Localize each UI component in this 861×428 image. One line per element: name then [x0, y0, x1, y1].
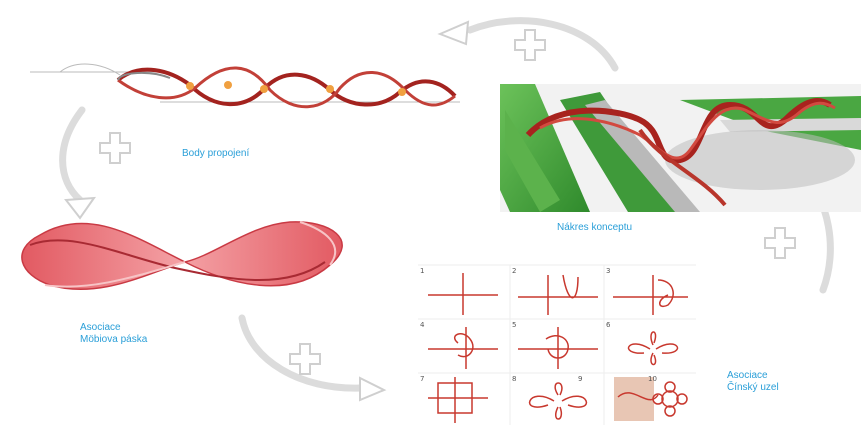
plus-icon: [765, 228, 795, 258]
step-number: 8: [512, 375, 516, 383]
arrow-left: [63, 110, 82, 200]
step-number: 3: [606, 267, 610, 275]
plus-icon: [100, 133, 130, 163]
arrow-head-icon: [360, 378, 384, 400]
caption-connection-points: Body propojení: [182, 148, 249, 160]
step-number: 9: [578, 375, 582, 383]
caption-moebius-title: Asociace: [80, 322, 147, 334]
step-number: 6: [606, 321, 611, 329]
knot-step-9: [614, 377, 658, 421]
step-number: 5: [512, 321, 516, 329]
knot-steps-panel: 1 2 3 4 5 6 7 8 9 10: [418, 265, 696, 425]
caption-moebius: Asociace Möbiova páska: [80, 322, 147, 346]
step-number: 2: [512, 267, 516, 275]
caption-knot-title: Asociace: [727, 370, 779, 382]
step-number: 7: [420, 375, 424, 383]
plus-icon: [515, 30, 545, 60]
arrow-head-icon: [440, 22, 468, 44]
caption-concept-sketch: Nákres konceptu: [557, 222, 632, 234]
step-number: 4: [420, 321, 425, 329]
joint-points: [186, 81, 406, 96]
arrow-head-icon: [66, 198, 94, 218]
plus-icon: [290, 344, 320, 374]
caption-chinese-knot: Asociace Čínský uzel: [727, 370, 779, 394]
step-number: 10: [648, 375, 657, 383]
caption-knot-sub: Čínský uzel: [727, 382, 779, 394]
concept-sketch: [500, 84, 861, 212]
connection-points-sketch: [30, 64, 460, 107]
step-number: 1: [420, 267, 424, 275]
caption-moebius-sub: Möbiova páska: [80, 334, 147, 346]
moebius-strip: [22, 222, 342, 289]
